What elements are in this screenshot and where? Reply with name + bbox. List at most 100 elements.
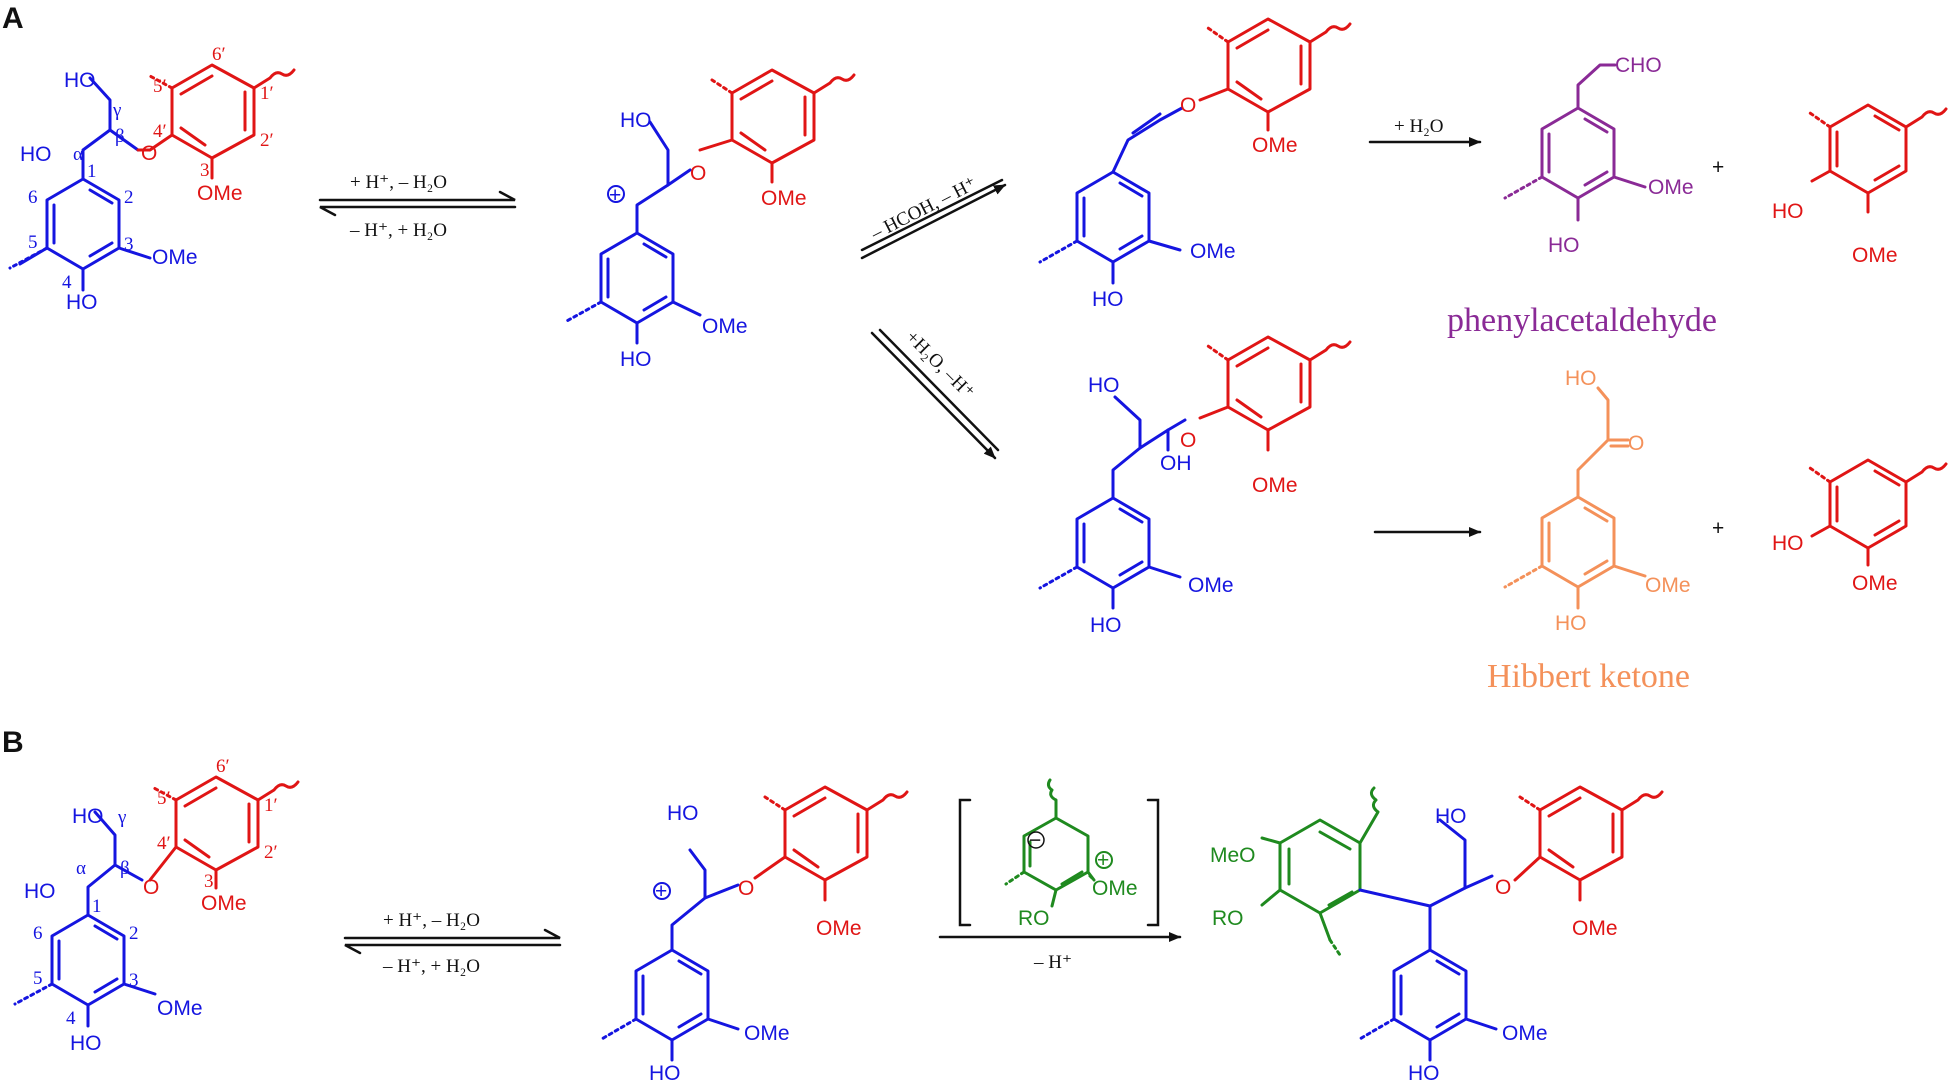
a-branch-arrows: – HCOH, – H⁺ +H₂O, –H⁺ (860, 173, 1007, 460)
hydroxyl-gamma: HO (1088, 374, 1120, 397)
panel-label-a: A (2, 2, 24, 35)
product-name-phenylacetaldehyde: phenylacetaldehyde (1447, 302, 1717, 339)
label-p4: 4′ (153, 121, 167, 142)
arrow-label-forward: + H⁺, – H₂O (350, 172, 447, 193)
label-c4: 4 (62, 272, 72, 293)
ether-oxygen: O (1180, 94, 1196, 117)
label-p6: 6′ (216, 756, 230, 777)
plus-sign-top: + (1712, 156, 1724, 179)
b-equilibrium-arrow: + H⁺, – H₂O – H⁺, + H₂O (343, 910, 562, 977)
ketone-oxygen: O (1628, 432, 1644, 455)
ether-oxygen: O (1180, 429, 1196, 452)
label-p2: 2′ (260, 130, 274, 151)
b-start-molecule: HO HO O OMe OMe HO γ β α 1 2 3 4 5 6 1′ … (13, 756, 300, 1055)
label-c1: 1 (92, 896, 102, 917)
methoxy-blue: OMe (152, 246, 198, 269)
arrow-label-loss-hcoh: – HCOH, – H⁺ (867, 173, 980, 245)
arrow-label-reverse: – H⁺, + H₂O (349, 220, 447, 241)
label-c1: 1 (87, 161, 97, 182)
methoxy-blue: OMe (1188, 574, 1234, 597)
a-phenylacetaldehyde: CHO OMe HO phenylacetaldehyde (1447, 54, 1717, 339)
hydroxyl-ketone: HO (1565, 367, 1597, 390)
methoxy-red: OMe (1852, 572, 1898, 595)
alkoxy-green: RO (1018, 907, 1050, 930)
ether-oxygen: O (143, 876, 159, 899)
label-gamma: γ (117, 807, 126, 828)
label-beta: β (115, 126, 125, 147)
ether-oxygen: O (690, 162, 706, 185)
methoxy-green: MeO (1210, 844, 1256, 867)
phenol-oh: HO (649, 1062, 681, 1085)
label-c3: 3 (129, 970, 139, 991)
methoxy-green: OMe (1092, 877, 1138, 900)
label-alpha: α (73, 144, 83, 165)
methoxy-blue: OMe (157, 997, 203, 1020)
methoxy-red: OMe (197, 182, 243, 205)
phenol-oh: HO (1090, 614, 1122, 637)
arrow-label-reverse: – H⁺, + H₂O (382, 956, 480, 977)
ether-oxygen: O (141, 142, 157, 165)
a-phenol-product-top: HO OMe (1772, 103, 1948, 267)
aldehyde-group: CHO (1615, 54, 1662, 77)
methoxy-blue: OMe (1190, 240, 1236, 263)
a-start-molecule: HO HO O OMe OMe HO γ β α 1 2 3 4 5 6 1′ … (8, 44, 296, 314)
label-c4: 4 (66, 1008, 76, 1029)
label-p6: 6′ (212, 44, 226, 65)
label-p2: 2′ (264, 842, 278, 863)
methoxy-red: OMe (1852, 244, 1898, 267)
label-p1: 1′ (260, 83, 274, 104)
phenol-oh: HO (1772, 532, 1804, 555)
hydroxyl-beta: OH (1160, 452, 1192, 475)
methoxy-blue: OMe (744, 1022, 790, 1045)
label-p1: 1′ (264, 795, 278, 816)
ether-oxygen: O (738, 877, 754, 900)
oxocarbenium-charge: + (1097, 849, 1109, 872)
label-c6: 6 (28, 187, 38, 208)
a-hibbert-ketone: HO O OMe HO Hibbert ketone (1487, 367, 1691, 695)
label-gamma: γ (112, 100, 121, 121)
arrow-label-minus-h: – H⁺ (1033, 952, 1072, 973)
anion-charge: − (1029, 829, 1041, 852)
hydroxyl-gamma: HO (620, 109, 652, 132)
label-p4: 4′ (157, 833, 171, 854)
phenol-oh: HO (70, 1032, 102, 1055)
phenol-oh: HO (1548, 234, 1580, 257)
a-cation-intermediate: + HO O OMe OMe HO (563, 68, 856, 371)
label-c5: 5 (33, 968, 43, 989)
label-c2: 2 (129, 923, 139, 944)
phenol-oh: HO (66, 291, 98, 314)
plus-sign-bottom: + (1712, 517, 1724, 540)
cation-charge: + (655, 880, 667, 903)
hydroxyl-gamma: HO (72, 805, 104, 828)
methoxy-blue: OMe (1502, 1022, 1548, 1045)
methoxy-orange: OMe (1645, 574, 1691, 597)
arrow-label-water: + H₂O (1394, 116, 1444, 137)
methoxy-red: OMe (816, 917, 862, 940)
label-beta: β (120, 858, 130, 879)
panel-label-b: B (2, 726, 24, 759)
a-equilibrium-arrow: + H⁺, – H₂O – H⁺, + H₂O (318, 172, 517, 241)
methoxy-red: OMe (1252, 474, 1298, 497)
hydroxyl-alpha: HO (20, 143, 52, 166)
cation-charge: + (609, 184, 621, 207)
phenol-oh: HO (1555, 612, 1587, 635)
label-c6: 6 (33, 923, 43, 944)
phenol-oh: HO (1772, 200, 1804, 223)
a-phenol-product-bottom: HO OMe (1772, 458, 1948, 595)
methoxy-red: OMe (761, 187, 807, 210)
phenol-oh: HO (620, 348, 652, 371)
hydroxyl-gamma: HO (1435, 805, 1467, 828)
methoxy-red: OMe (1252, 134, 1298, 157)
b-nucleophile-bracket: − + OMe RO – H⁺ (938, 778, 1182, 973)
b-condensation-product: MeO RO HO O OMe OMe HO (1210, 785, 1664, 1085)
a-hydrated-intermediate: HO OH O OMe OMe HO (1038, 335, 1352, 637)
ether-oxygen: O (1495, 876, 1511, 899)
hydroxyl-alpha: HO (24, 880, 56, 903)
phenol-oh: HO (1408, 1062, 1440, 1085)
label-c3: 3 (124, 234, 134, 255)
alkoxy-green: RO (1212, 907, 1244, 930)
arrow-label-forward: + H⁺, – H₂O (383, 910, 480, 931)
label-alpha: α (76, 858, 86, 879)
a-enol-ether: O OMe OMe HO (1038, 17, 1352, 311)
